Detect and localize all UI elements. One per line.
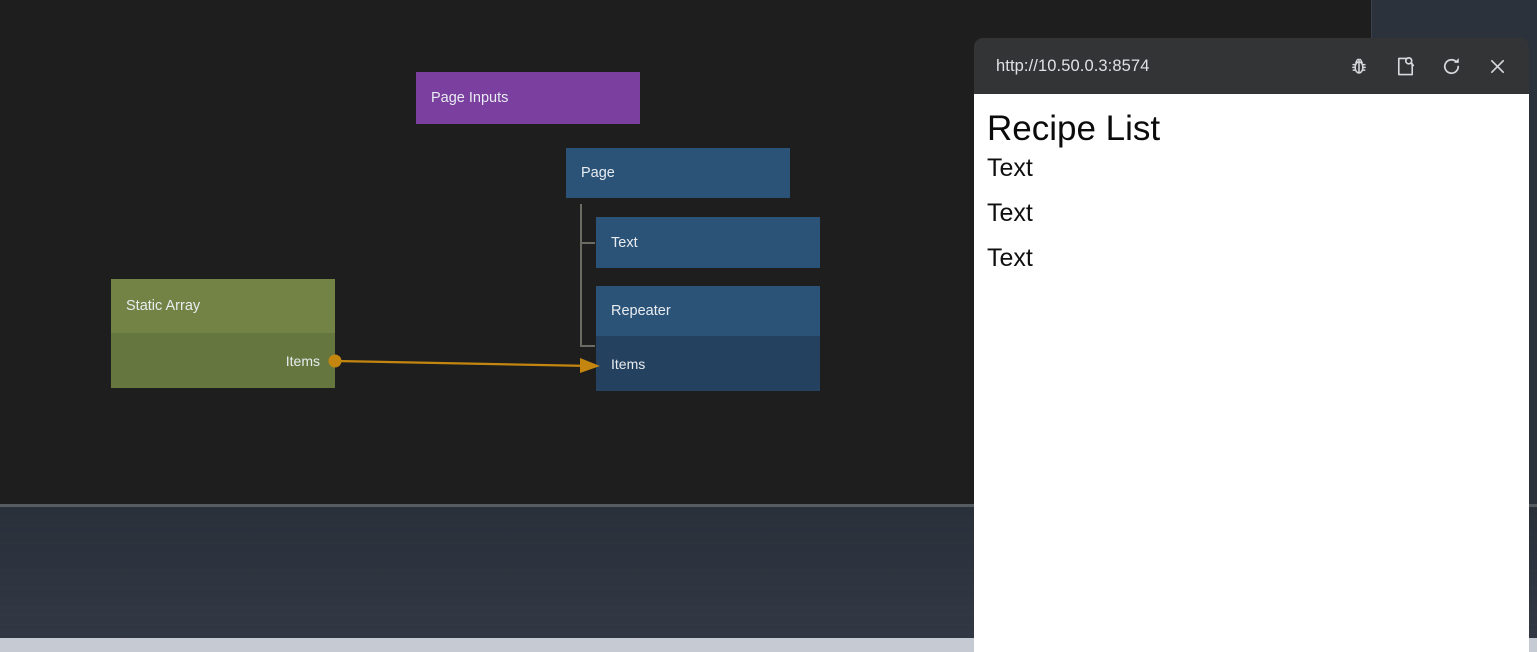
preview-list-item: Text: [987, 244, 1033, 273]
node-title: Repeater: [596, 286, 820, 336]
node-title: Text: [611, 234, 638, 251]
node-title: Static Array: [111, 279, 335, 333]
node-title: Page: [581, 165, 615, 181]
preview-list-item: Text: [987, 154, 1033, 183]
reload-icon[interactable]: [1429, 44, 1473, 88]
tree-connector-stub-repeater: [582, 345, 595, 347]
tree-connector-vertical: [580, 204, 582, 347]
preview-heading: Recipe List: [987, 109, 1161, 148]
preview-window[interactable]: http://10.50.0.3:8574: [974, 38, 1529, 652]
node-port-items-in[interactable]: Items: [596, 336, 820, 391]
node-title: Page Inputs: [431, 90, 509, 106]
node-port-items-out[interactable]: Items: [111, 333, 335, 388]
node-static-array[interactable]: Static Array Items: [111, 279, 335, 388]
inspect-page-icon[interactable]: [1383, 44, 1427, 88]
close-icon[interactable]: [1475, 44, 1519, 88]
preview-content: Recipe List Text Text Text: [974, 94, 1529, 652]
node-repeater[interactable]: Repeater Items: [596, 286, 820, 391]
url-text[interactable]: http://10.50.0.3:8574: [996, 56, 1150, 75]
preview-list-item: Text: [987, 199, 1033, 228]
tree-connector-stub-text: [582, 242, 595, 244]
preview-window-actions: [1337, 44, 1529, 88]
node-page-inputs[interactable]: Page Inputs: [416, 72, 640, 124]
debug-bug-icon[interactable]: [1337, 44, 1381, 88]
node-page[interactable]: Page: [566, 148, 790, 198]
preview-window-titlebar[interactable]: http://10.50.0.3:8574: [974, 38, 1529, 94]
panel-divider-handle[interactable]: [0, 504, 1537, 507]
node-text[interactable]: Text: [596, 217, 820, 268]
